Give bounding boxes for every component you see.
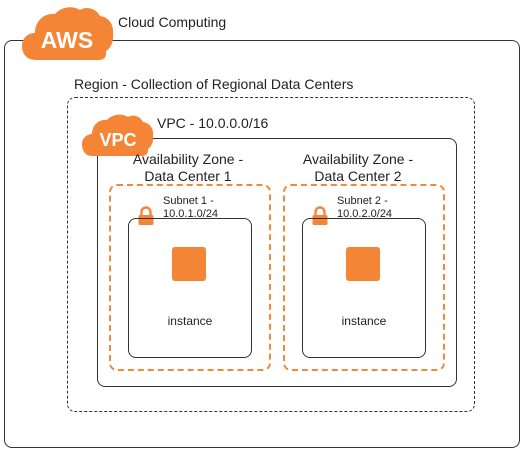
lock-icon bbox=[312, 206, 328, 225]
availability-zone-1-label: Availability Zone - Data Center 1 bbox=[108, 151, 268, 185]
instance-1-label: instance bbox=[167, 314, 213, 328]
vpc-logo-text: VPC bbox=[99, 130, 136, 150]
instance-2-box bbox=[302, 218, 426, 358]
az-1-line2: Data Center 1 bbox=[144, 168, 232, 184]
instance-icon bbox=[172, 247, 206, 281]
instance-1-box bbox=[128, 218, 252, 358]
az-2-line2: Data Center 2 bbox=[314, 168, 402, 184]
aws-logo-text: AWS bbox=[41, 27, 93, 53]
vpc-title: VPC - 10.0.0.0/16 bbox=[157, 115, 269, 131]
subnet-2-label: Subnet 2 - 10.0.2.0/24 bbox=[337, 195, 392, 221]
region-box bbox=[67, 97, 475, 412]
subnet-1-box bbox=[109, 184, 271, 371]
availability-zone-2-label: Availability Zone - Data Center 2 bbox=[278, 151, 438, 185]
vpc-cloud-icon: VPC bbox=[82, 114, 154, 156]
subnet-1-line2: 10.0.1.0/24 bbox=[163, 208, 219, 220]
instance-icon bbox=[346, 247, 380, 281]
subnet-1-line1: Subnet 1 - bbox=[163, 195, 214, 207]
cloud-computing-box bbox=[4, 40, 520, 448]
subnet-2-line2: 10.0.2.0/24 bbox=[337, 208, 393, 220]
subnet-2-box bbox=[283, 184, 445, 371]
lock-icon bbox=[138, 206, 154, 225]
cloud-computing-title: Cloud Computing bbox=[118, 14, 227, 30]
az-1-line1: Availability Zone - bbox=[132, 151, 244, 167]
instance-2-label: instance bbox=[341, 314, 387, 328]
az-2-line1: Availability Zone - bbox=[302, 151, 414, 167]
region-title: Region - Collection of Regional Data Cen… bbox=[74, 76, 354, 92]
vpc-box bbox=[97, 138, 457, 387]
subnet-1-label: Subnet 1 - 10.0.1.0/24 bbox=[163, 195, 218, 221]
aws-cloud-icon: AWS bbox=[22, 7, 114, 61]
subnet-2-line1: Subnet 2 - bbox=[337, 195, 388, 207]
